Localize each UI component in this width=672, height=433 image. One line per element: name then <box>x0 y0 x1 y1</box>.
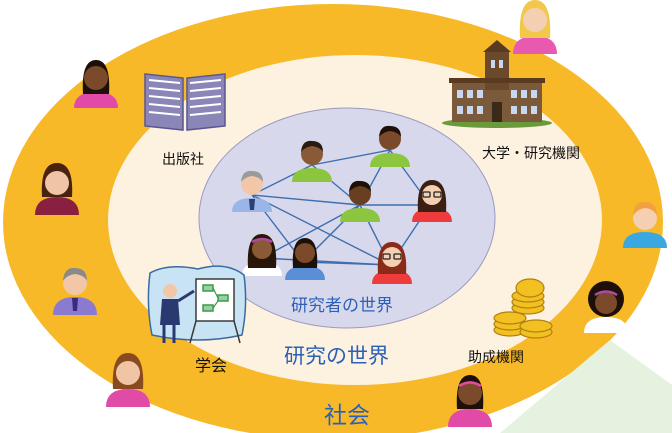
woman-left-1 <box>74 60 118 108</box>
researcher-3 <box>370 125 410 167</box>
publisher-label: 出版社 <box>162 152 204 168</box>
woman-bottom <box>448 375 492 427</box>
man-left <box>53 267 97 315</box>
woman-right <box>584 281 628 333</box>
researcher-4 <box>340 180 380 222</box>
man-right <box>623 201 667 248</box>
callout-shape <box>500 340 672 433</box>
woman-left-2 <box>35 163 79 215</box>
researcher-1 <box>232 170 272 212</box>
society-label: 社会 <box>324 403 370 429</box>
researcher-5 <box>412 180 452 222</box>
coins-icon <box>493 278 553 339</box>
presentation-icon <box>147 265 247 344</box>
research-world-label: 研究の世界 <box>284 344 389 368</box>
university-label: 大学・研究機関 <box>482 146 580 162</box>
researchers-world-label: 研究者の世界 <box>291 296 393 316</box>
funding-agency-label: 助成機関 <box>468 350 524 366</box>
woman-top <box>513 0 557 54</box>
academic-society-label: 学会 <box>195 356 227 375</box>
book-icon <box>144 73 226 131</box>
researcher-2 <box>292 140 332 182</box>
university-building-icon <box>442 40 552 128</box>
researcher-7 <box>285 238 325 280</box>
researcher-6 <box>242 234 282 276</box>
woman-bottom-left <box>106 353 150 407</box>
researcher-8 <box>372 242 412 284</box>
